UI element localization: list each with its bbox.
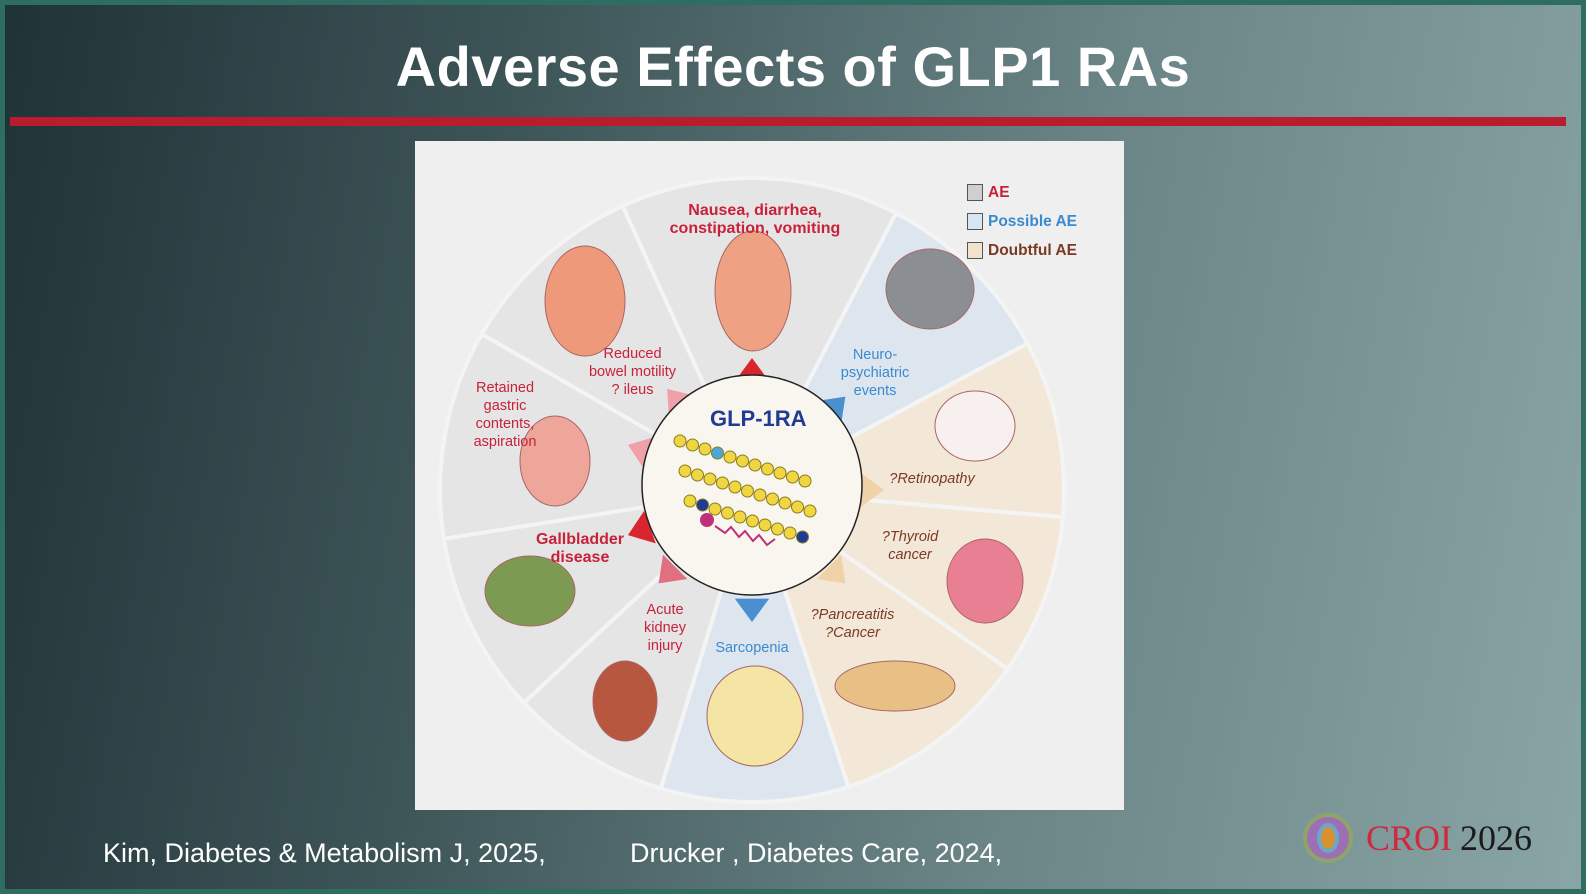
label-nausea: Nausea, diarrhea, constipation, vomiting [669,202,841,237]
peptide-bead [716,476,729,490]
peptide-bead [673,434,687,448]
center-pointer-4 [734,598,770,622]
kidney-icon [592,660,658,742]
center-pointer-2 [860,472,884,508]
logo-name: CROI [1366,818,1453,858]
peptide-bead [708,502,722,516]
peptide-bead [766,492,779,506]
legend-possible-ae: Possible AE [967,207,1077,236]
title-divider [10,117,1566,126]
label-neuro: Neuro- psychiatric events [840,347,910,399]
peptide-bead [761,462,774,476]
wheel-diagram [438,176,1066,804]
center-label: GLP-1RA [710,406,807,431]
peptide-bead [796,530,809,544]
peptide-bead [791,500,804,514]
glp1-adverse-effects-figure: AE Possible AE Doubtful AE GLP-1RA Nause… [415,141,1124,810]
peptide-bead [778,496,792,510]
peptide-bead [803,504,817,518]
label-sarcopenia: Sarcopenia [715,640,789,656]
peptide-bead [698,442,712,456]
digestive-organs-icon [714,230,792,352]
peptide-bead [721,506,734,520]
peptide-bead [686,438,699,452]
peptide-bead [678,464,692,478]
muscle-icon [706,665,804,767]
peptide-bead [683,494,697,508]
thyroid-icon [946,538,1024,624]
pancreas-icon [834,660,956,712]
label-retinopathy: ?Retinopathy [889,471,975,487]
peptide-bead [733,510,747,524]
brain-icon [885,248,975,330]
legend-doubtful-ae: Doubtful AE [967,236,1077,265]
peptide-bead [728,480,742,494]
stomach-icon [519,415,591,507]
colon-icon [544,245,626,357]
legend: AE Possible AE Doubtful AE [967,178,1077,265]
peptide-bead [748,458,762,472]
peptide-bead [771,522,784,536]
peptide-bead [741,484,754,498]
label-pancreas: ?Pancreatitis ?Cancer [810,607,895,641]
fatty-acid-head [700,513,714,527]
fatty-acid-chain [714,525,776,547]
peptide-bead [746,514,759,528]
peptide-bead [711,446,724,460]
croi-logo: CROI 2026 [1300,810,1532,866]
center-pointer-3 [816,554,846,584]
peptide-bead [691,468,704,482]
peptide-bead [703,472,717,486]
label-kidney: Acute kidney injury [644,602,686,654]
citation-kim: Kim, Diabetes & Metabolism J, 2025, [103,838,546,868]
peptide-bead [773,466,787,480]
logo-year: 2026 [1460,818,1533,858]
citation-drucker: Drucker , Diabetes Care, 2024, [630,838,1003,868]
label-thyroid: ?Thyroid cancer [881,529,939,563]
eye-icon [934,390,1016,462]
center-pointer-6 [627,510,656,544]
peptide-bead [753,488,767,502]
center-pointer-5 [658,554,688,584]
gallbladder-icon [484,555,576,627]
slide-title: Adverse Effects of GLP1 RAs [395,35,1191,98]
peptide-bead [696,498,709,512]
peptide-bead [723,450,737,464]
legend-ae: AE [967,178,1077,207]
peptide-bead [736,454,749,468]
label-gallbladder: Gallbladder disease [535,531,625,566]
peptide-bead [798,474,812,488]
label-bowel: Reduced bowel motility ? ileus [588,346,677,398]
peptide-bead [786,470,799,484]
virus-logo-icon [1303,813,1353,863]
label-gastric: Retained gastric contents, aspiration [473,380,537,450]
peptide-bead [783,526,797,540]
peptide-bead [758,518,772,532]
